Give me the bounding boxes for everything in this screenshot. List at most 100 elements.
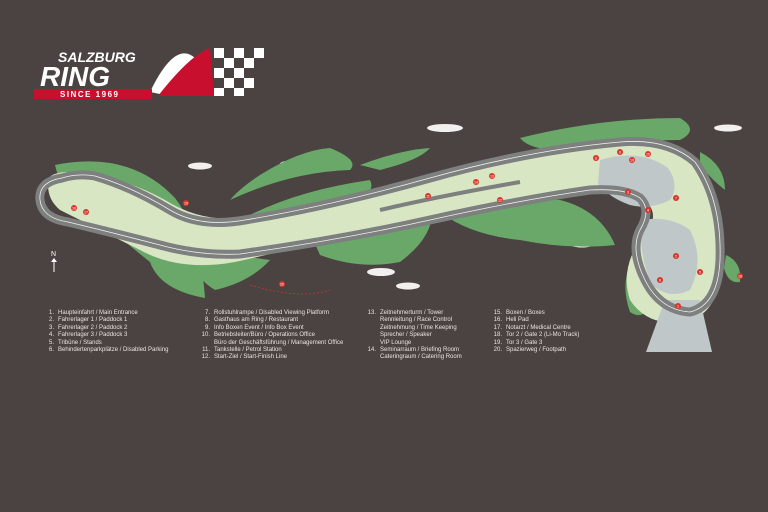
legend-number: 6. (48, 347, 54, 354)
legend-item: 20. Spazierweg / Footpath (488, 347, 579, 354)
legend-item: Büro der Geschäftsführung / Management O… (196, 340, 343, 347)
marker-label: 13 (490, 174, 494, 178)
legend-text: Info Boxen Event / Info Box Event (214, 324, 304, 331)
marker-label: 2 (675, 254, 677, 258)
legend-number: 14. (367, 347, 376, 354)
legend-item: 17.Notarzt / Medical Centre (488, 325, 579, 332)
compass-label: N (51, 251, 56, 258)
legend-item: 11.Tankstelle / Petrol Station (196, 347, 343, 354)
legend-text: Behindertenparkplätze / Disabled Parking (58, 347, 169, 354)
legend-text: Zeitnehmerturm / Tower (380, 310, 444, 316)
marker-18[interactable] (737, 273, 743, 279)
marker-label: 9 (619, 150, 621, 154)
legend-text: Rollstuhlrampe / Disabled Viewing Platfo… (214, 310, 329, 316)
legend-text: Spazierweg / Footpath (506, 347, 567, 354)
marker-4[interactable] (645, 207, 651, 213)
marker-label: 7 (675, 196, 677, 200)
paddock-area-2 (640, 218, 698, 294)
legend-text: Büro der Geschäftsführung / Management O… (214, 339, 344, 346)
legend-number: 20. (493, 347, 502, 354)
legend-item: 8.Gasthaus am Ring / Restaurant (196, 317, 343, 324)
legend-item: 6. Behindertenparkplätze / Disabled Parki… (40, 347, 168, 354)
legend-item: 12.Start-Ziel / Start-Finish Line (196, 354, 343, 361)
legend-text: Fahrerlager 3 / Paddock 3 (58, 332, 128, 339)
marker-3[interactable] (625, 189, 631, 195)
legend-text: Fahrerlager 2 / Paddock 2 (58, 324, 128, 331)
legend-item: 1.Haupteinfahrt / Main Entrance (40, 310, 168, 317)
legend-text: Seminarraum / Briefing Room (380, 347, 460, 354)
marker-12[interactable] (497, 197, 503, 203)
marker-1[interactable] (675, 303, 681, 309)
legend-number: 18. (493, 332, 502, 339)
marker-6[interactable] (657, 277, 663, 283)
legend-number: 4. (48, 332, 54, 339)
legend-item: 3.Fahrerlager 2 / Paddock 2 (40, 325, 168, 332)
marker-label: 4 (647, 208, 649, 212)
legend-text: Tor 3 / Gate 3 (506, 339, 543, 346)
legend-text: Tribüne / Stands (58, 339, 102, 346)
legend-number (362, 354, 376, 361)
legend-number (362, 317, 376, 324)
legend-text: Tankstelle / Petrol Station (214, 347, 282, 354)
marker-8[interactable] (593, 155, 599, 161)
legend-text: Start-Ziel / Start-Finish Line (214, 354, 288, 361)
marker-label: 6 (659, 278, 661, 282)
legend-text: Fahrerlager 1 / Paddock 1 (58, 317, 128, 324)
legend-text: Betriebsleiter/Büro / Operations Office (214, 332, 315, 339)
legend-item: 2. Fahrerlager 1 / Paddock 1 (40, 317, 168, 324)
marker-label: 15 (646, 152, 650, 156)
legend-number: 15. (493, 310, 502, 316)
pit-lane (379, 180, 521, 212)
marker-label: 3 (627, 190, 629, 194)
marker-9[interactable] (617, 149, 623, 155)
marker-label: 5 (699, 270, 701, 274)
legend-text: Gasthaus am Ring / Restaurant (214, 317, 299, 324)
legend-text: Tor 2 / Gate 2 (Li-Mo Track) (506, 332, 580, 339)
marker-16[interactable] (71, 205, 77, 211)
logo-tagline-bar (34, 89, 152, 99)
compass: N (51, 251, 57, 272)
legend-item: Sprecher / Speaker (362, 332, 462, 339)
legend-number (196, 340, 210, 347)
legend-item: 19. Tor 3 / Gate 3 (488, 340, 579, 347)
legend-item: 5. Tribüne / Stands (40, 340, 168, 347)
marker-11[interactable] (425, 193, 431, 199)
legend-number: 2. (48, 317, 54, 324)
logo-swoosh (150, 53, 195, 94)
legend-item: VIP Lounge (362, 340, 462, 347)
legend-number: 17. (493, 324, 502, 331)
legend-column-2: 7.Rollstuhlrampe / Disabled Viewing Plat… (196, 310, 344, 362)
legend-number: 19. (493, 339, 502, 346)
legend-item: 18. Tor 2 / Gate 2 (Li-Mo Track) (488, 332, 580, 339)
marker-13[interactable] (489, 173, 495, 179)
marker-label: 18 (738, 274, 742, 278)
legend-number: 5. (48, 339, 54, 346)
legend-item: 14. Seminarraum / Briefing Room (362, 347, 462, 354)
marker-14[interactable] (473, 179, 479, 185)
marker-17[interactable] (83, 209, 89, 215)
legend-text: VIP Lounge (380, 339, 412, 346)
legend-item: Cateringraum / Catering Room (362, 354, 462, 361)
marker-label: 10 (630, 158, 634, 162)
marker-15[interactable] (645, 151, 651, 157)
legend-text: Cateringraum / Catering Room (380, 354, 462, 361)
marker-label: 17 (84, 210, 88, 214)
logo-top-text: SALZBURG (58, 49, 136, 65)
legend-item: 7.Rollstuhlrampe / Disabled Viewing Plat… (196, 310, 343, 317)
marker-7[interactable] (673, 195, 679, 201)
marker-10[interactable] (629, 157, 635, 163)
legend-item: 16.Heli Pad (488, 317, 579, 324)
marker-5[interactable] (697, 269, 703, 275)
legend-number: 16. (493, 317, 502, 324)
marker-19[interactable] (183, 200, 189, 206)
marker-20[interactable] (279, 281, 285, 287)
marker-2[interactable] (673, 253, 679, 259)
marker-label: 14 (474, 180, 478, 184)
footpath (249, 284, 331, 295)
legend-item: 9.Info Boxen Event / Info Box Event (196, 325, 343, 332)
logo-main-text: RING (40, 61, 110, 92)
